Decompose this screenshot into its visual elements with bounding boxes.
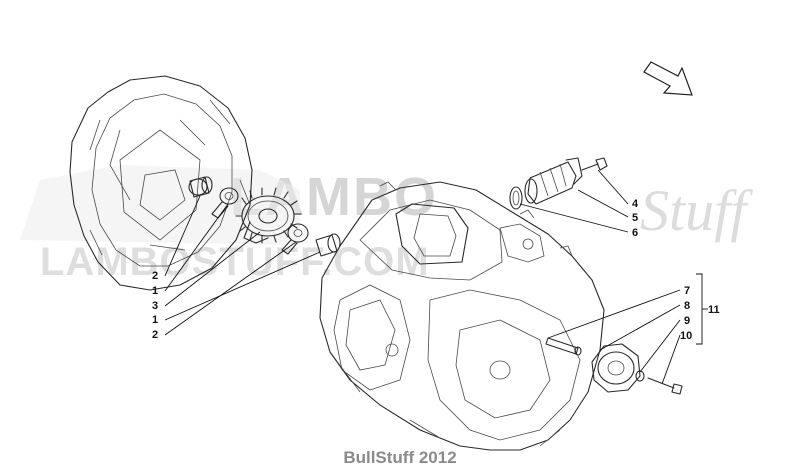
washer-lower (281, 223, 309, 255)
callout-9: 9 (684, 315, 690, 327)
pump-shaft (545, 337, 582, 356)
callout-2-lower: 2 (152, 329, 158, 341)
callout-5: 5 (632, 212, 638, 224)
washer-upper (211, 187, 239, 219)
direction-arrow-icon (643, 61, 693, 96)
bolt-lower (647, 377, 683, 395)
footer-credit: BullStuff 2012 (343, 448, 457, 467)
watermark-domain-text: LAMBOSTUFF.COM (40, 240, 430, 284)
selector-sleeve (524, 157, 583, 205)
bush-left (189, 176, 213, 198)
gear (235, 187, 302, 244)
callout-6: 6 (632, 227, 638, 239)
callout-4: 4 (632, 198, 639, 210)
callouts: 2 1 3 1 2 4 5 6 7 8 9 10 11 (152, 198, 720, 342)
watermark-car-icon (20, 165, 300, 245)
callout-8: 8 (684, 300, 690, 312)
callout-11: 11 (708, 304, 720, 316)
callout-1-lower: 1 (152, 314, 158, 326)
o-ring (509, 186, 523, 210)
watermark: LAMBO Stuff LAMBOSTUFF.COM (20, 165, 753, 284)
callout-10: 10 (680, 330, 692, 342)
bolt-upper (581, 157, 608, 171)
pump-washer (635, 370, 645, 382)
callout-2-upper: 2 (152, 270, 158, 282)
oil-pump (591, 343, 641, 393)
callout-7: 7 (684, 285, 690, 297)
callout-1-upper: 1 (152, 285, 158, 297)
gearbox-housing (319, 181, 605, 451)
watermark-stuff-text: Stuff (640, 178, 753, 243)
callout-3: 3 (152, 300, 158, 312)
leader-lines (164, 169, 708, 385)
